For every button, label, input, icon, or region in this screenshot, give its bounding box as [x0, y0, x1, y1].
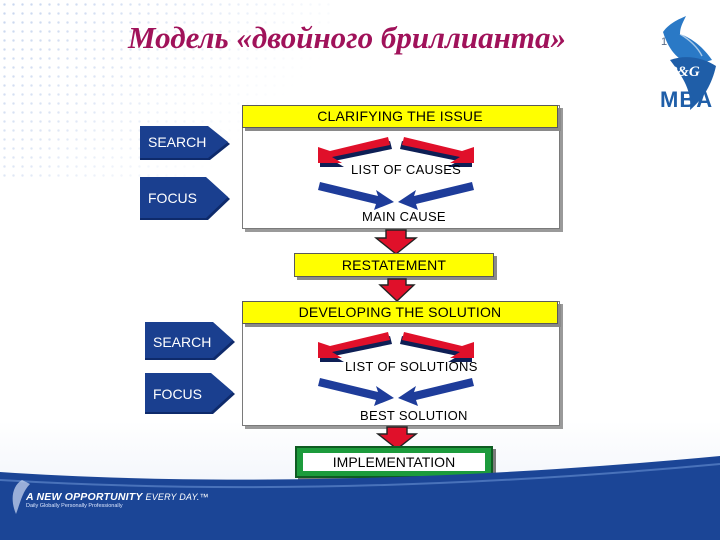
search-tab-top: SEARCH	[140, 124, 232, 162]
focus-tab-top: FOCUS	[140, 176, 232, 222]
implementation-box: IMPLEMENTATION	[295, 446, 493, 478]
down-arrow-2	[378, 278, 416, 302]
clarifying-header-label: CLARIFYING THE ISSUE	[317, 108, 483, 124]
focus-tab-bottom: FOCUS	[145, 372, 237, 416]
implementation-label: IMPLEMENTATION	[303, 453, 485, 471]
mba-logo-text: MBA	[660, 87, 714, 112]
diverging-arrow-left	[318, 332, 392, 362]
restatement-label: RESTATEMENT	[341, 257, 447, 273]
down-arrow-3	[376, 426, 418, 450]
search-label-bottom: SEARCH	[153, 334, 212, 350]
search-label-top: SEARCH	[148, 134, 207, 150]
solution-header-label: DEVELOPING THE SOLUTION	[298, 304, 502, 320]
footer-emblem	[12, 480, 30, 514]
footer-tagline-main: A NEW OPPORTUNITY	[26, 491, 143, 503]
footer-subline: Daily Globally Personally Professionally	[26, 503, 123, 509]
diverging-arrow-right	[400, 137, 474, 167]
converging-arrow-right	[398, 378, 474, 406]
main-cause: MAIN CAUSE	[362, 209, 446, 224]
list-of-solutions: LIST OF SOLUTIONS	[345, 359, 478, 374]
footer-band	[0, 456, 720, 540]
footer-tagline: A NEW OPPORTUNITY EVERY DAY.™	[26, 491, 209, 503]
page-title: Модель «двойного бриллианта»	[128, 20, 566, 55]
diverging-arrows-bottom	[318, 332, 474, 362]
diverging-arrow-left	[318, 137, 392, 167]
clarifying-header: CLARIFYING THE ISSUE	[242, 105, 558, 128]
restatement-box: RESTATEMENT	[294, 253, 494, 277]
search-tab-bottom: SEARCH	[145, 320, 237, 362]
pg-mba-logo: P&G MBA	[630, 14, 720, 114]
best-solution: BEST SOLUTION	[360, 408, 468, 423]
pg-logo-text: P&G	[668, 64, 700, 80]
focus-label-bottom: FOCUS	[153, 386, 202, 402]
converging-arrow-left	[318, 378, 394, 406]
solution-header: DEVELOPING THE SOLUTION	[242, 301, 558, 324]
diverging-arrow-right	[400, 332, 474, 362]
page-number: 1	[661, 36, 668, 48]
converging-arrows-bottom	[318, 378, 474, 406]
diverging-arrows-top	[318, 137, 474, 167]
converging-arrow-right	[398, 182, 474, 210]
footer-tagline-suffix: EVERY DAY.™	[145, 492, 209, 502]
down-arrow-1	[374, 229, 418, 255]
converging-arrow-left	[318, 182, 394, 210]
list-of-causes: LIST OF CAUSES	[351, 162, 462, 177]
converging-arrows-top	[318, 182, 474, 210]
focus-label-top: FOCUS	[148, 190, 197, 206]
